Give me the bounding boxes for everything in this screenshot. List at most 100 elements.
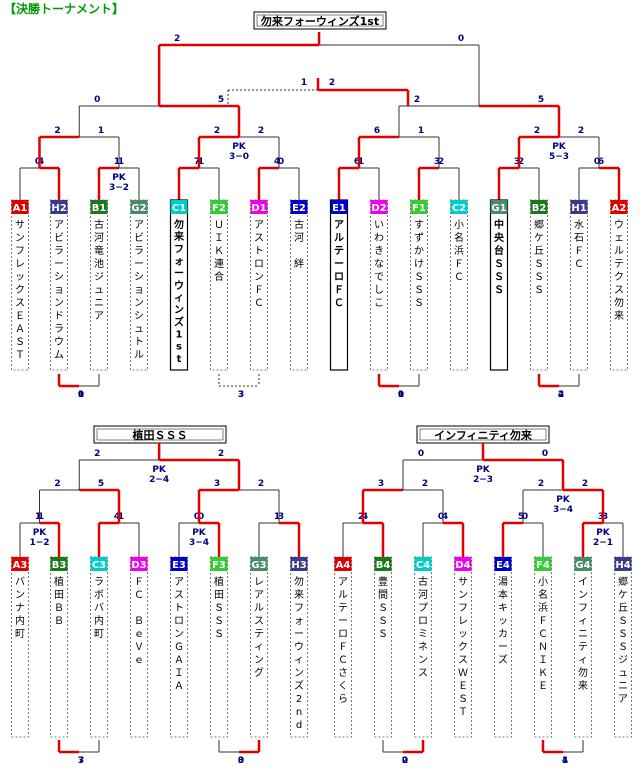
- group1-team-3-seed: D3: [131, 560, 146, 571]
- main-final-score-right: 0: [458, 34, 464, 44]
- main-team-0-seed-bg: [11, 200, 29, 214]
- main-r1-3-score-left: 4: [274, 157, 280, 167]
- group1-r1-3-score-right: 3: [278, 512, 284, 522]
- main-r1-0-score-left: 0: [35, 157, 41, 167]
- group1-team-6-seed-bg: [250, 557, 268, 571]
- main-team-7-name: 古河 絆: [294, 218, 304, 270]
- main-team-15-seed-bg: [610, 200, 628, 214]
- group1-semi-1-score-left: 3: [214, 479, 220, 489]
- main-team-1-seed-bg: [50, 200, 68, 214]
- group1-team-1-name: 植田ＢＢ: [54, 575, 64, 627]
- group2-r1-0-score-right: 4: [362, 512, 368, 522]
- group2-team-5-seed-bg: [534, 557, 552, 571]
- group1-r1-3-score-left: 1: [274, 512, 280, 522]
- group2-semi-0-score-left: 3: [378, 479, 384, 489]
- main-team-5-name: ＵＩＫ連合: [214, 220, 224, 283]
- group2-team-4-seed: E4: [496, 560, 510, 571]
- main-team-13-seed: B2: [532, 203, 547, 214]
- group1-r1-2-score-right: 0: [198, 512, 204, 522]
- group1-team-2-name: ラボバ内町: [94, 576, 104, 640]
- group1-team-5-name: 植田ＳＳＳ: [214, 575, 224, 640]
- main-team-11-seed-bg: [450, 200, 468, 214]
- main-final-score-left: 2: [174, 34, 180, 44]
- group2-team-0-seed: A4: [336, 560, 351, 571]
- group1-team-2-seed: C3: [92, 560, 106, 571]
- group1-semi-0-score-right: 5: [98, 479, 104, 489]
- group2-team-6-seed-bg: [574, 557, 592, 571]
- group2-semi-0-score-right: 2: [422, 479, 428, 489]
- group2-team-3-name: サンフレックスＷＥＳＴ: [458, 576, 468, 718]
- group1-team-5-seed-bg: [210, 557, 228, 571]
- group2-team-7-seed: H4: [615, 560, 630, 571]
- main-r1-4-score-right: 1: [358, 157, 364, 167]
- main-team-7-seed: E2: [292, 203, 306, 214]
- main-bottom-2-score-right: 0: [398, 390, 404, 400]
- main-team-11-name: 小名浜ＦＣ: [454, 219, 464, 283]
- group2-team-0-name: アルテーロＦＣさくら: [338, 577, 348, 705]
- group2-team-1-seed: B4: [376, 560, 391, 571]
- main-semi-1-score-left: 2: [414, 95, 420, 105]
- group2-bottom-1-score-left: 4: [562, 756, 568, 766]
- main-r1-3-score-right: 0: [278, 157, 284, 167]
- group2-team-5-name: 小名浜ＦＣＮＩＫＥ: [538, 576, 548, 692]
- group2-bottom-0-score-left: 0: [402, 756, 408, 766]
- group2-team-6-name: インフィニティ勿来: [578, 577, 588, 692]
- group1-semi-1-score-right: 2: [258, 479, 264, 489]
- main-team-12-seed: G1: [491, 203, 506, 214]
- group1-team-4-name: アストロンＧＡＩＡ: [174, 577, 184, 692]
- main-bottom-2-score-left: 1: [398, 390, 404, 400]
- main-qf-0-score-left: 2: [54, 126, 60, 136]
- main-bottom-1-score-right: 3: [238, 390, 244, 400]
- main-team-2-name: 古河竜池ジュニア: [94, 218, 104, 322]
- main-team-8-seed-bg: [330, 200, 348, 214]
- group2-team-1-seed-bg: [374, 557, 392, 571]
- group2-team-3-seed: D4: [455, 560, 470, 571]
- group1-team-7-seed-bg: [290, 557, 308, 571]
- group1-team-0-seed: A3: [13, 560, 28, 571]
- main-team-2-seed: B1: [92, 203, 107, 214]
- main-team-3-seed-bg: [130, 200, 148, 214]
- main-bottom-0-score-right: 0: [78, 390, 84, 400]
- group1-bottom-1-score-right: 3: [238, 756, 244, 766]
- group1-bottom-1-score-left: 0: [238, 756, 244, 766]
- group2-team-2-seed-bg: [414, 557, 432, 571]
- group2-team-0-seed-bg: [334, 557, 352, 571]
- third-score-right: 2: [329, 78, 335, 88]
- main-team-10-seed-bg: [410, 200, 428, 214]
- main-r1-5-score-left: 3: [434, 157, 440, 167]
- group1-team-4-seed-bg: [170, 557, 188, 571]
- group1-r1-0-score-right: 1: [38, 512, 44, 522]
- main-team-12-seed-bg: [490, 200, 508, 214]
- page-title: 【決勝トーナメント】: [4, 1, 124, 16]
- group1-team-2-seed-bg: [90, 557, 108, 571]
- group2-r1-2-score-left: 5: [518, 512, 524, 522]
- main-team-10-seed: F1: [412, 203, 426, 214]
- group2-r1-3-score-left: 3: [598, 512, 604, 522]
- main-team-5-seed: F2: [212, 203, 226, 214]
- group1-r1-1-score-right: 1: [118, 512, 124, 522]
- group1-final-score-left: 2: [94, 449, 100, 459]
- main-team-10-name: すずかけＳＳＳ: [414, 219, 424, 309]
- main-semi-1-score-right: 5: [538, 95, 544, 105]
- main-bottom-0-score-left: 1: [78, 390, 84, 400]
- main-team-5-seed-bg: [210, 200, 228, 214]
- main-bottom-1-score-left: 3: [238, 390, 244, 400]
- main-team-8-seed: E1: [332, 203, 346, 214]
- group1-team-1-seed-bg: [50, 557, 68, 571]
- main-team-4-seed: C1: [172, 203, 186, 214]
- main-winner-banner-inner: [256, 14, 384, 27]
- group1-r1-1-score-left: 4: [114, 512, 120, 522]
- main-team-14-name: 水石ＦＣ: [574, 219, 584, 270]
- group1-team-3-seed-bg: [130, 557, 148, 571]
- group1-team-7-seed: H3: [291, 560, 306, 571]
- main-team-4-seed-bg: [170, 200, 188, 214]
- main-r1-7-score-left: 0: [594, 157, 600, 167]
- main-team-9-name: いわきなでしこ: [374, 220, 384, 309]
- main-team-9-seed-bg: [370, 200, 388, 214]
